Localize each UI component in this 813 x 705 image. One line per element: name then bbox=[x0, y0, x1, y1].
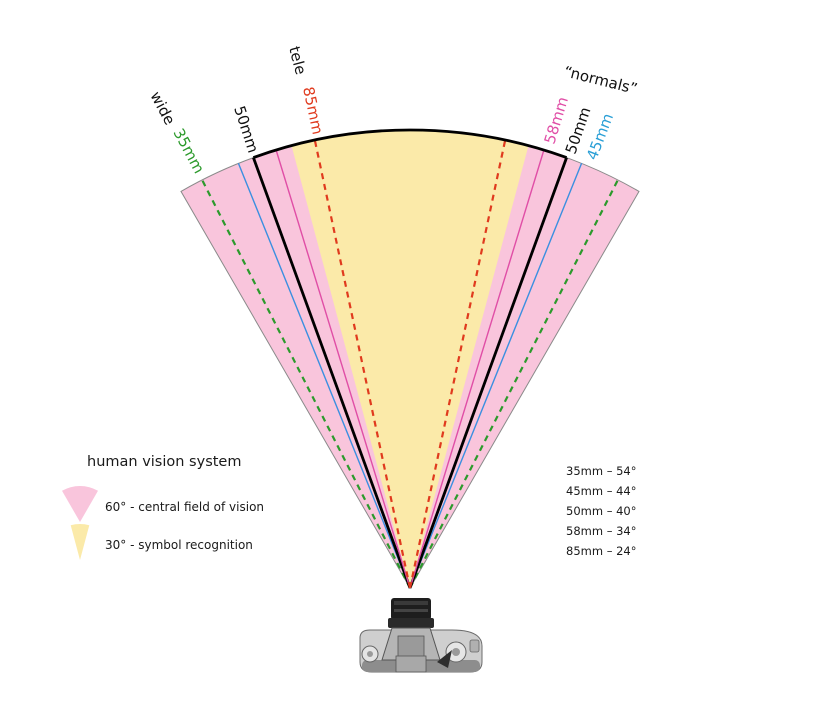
focal-length-angle-list: 35mm – 54° 45mm – 44° 50mm – 40° 58mm – … bbox=[566, 461, 636, 561]
label-50mm-left: 50mm bbox=[230, 104, 262, 156]
label-tele: tele bbox=[285, 44, 310, 76]
lens-line-45mm-right bbox=[409, 163, 583, 589]
legend-title: human vision system bbox=[87, 454, 242, 470]
symbol-recognition-wedge bbox=[291, 130, 529, 588]
fov-list-item: 58mm – 34° bbox=[566, 524, 637, 538]
legend-central-field-label: 60° - central field of vision bbox=[105, 500, 265, 514]
lens-line-58mm-left bbox=[275, 149, 411, 589]
label-wide: wide bbox=[146, 88, 178, 128]
lens-line-45mm-left bbox=[237, 163, 411, 589]
lens-line-50mm-right bbox=[408, 157, 568, 589]
lens-line-58mm-right bbox=[409, 149, 545, 589]
fov-list-item: 50mm – 40° bbox=[566, 504, 637, 518]
legend-central-field-swatch bbox=[62, 485, 98, 522]
label-normals: “normals” bbox=[562, 62, 639, 98]
legend-symbol-recognition-swatch bbox=[70, 523, 90, 560]
fov-list-item: 35mm – 54° bbox=[566, 464, 637, 478]
camera-icon bbox=[359, 598, 483, 673]
label-wide-35mm: 35mm bbox=[169, 125, 208, 176]
legend-symbol-recognition-label: 30° - symbol recognition bbox=[105, 538, 253, 552]
label-tele-85mm: 85mm bbox=[299, 85, 327, 136]
lens-arc-50mm bbox=[252, 128, 568, 159]
lens-line-50mm-left bbox=[252, 157, 412, 589]
fov-list-item: 45mm – 44° bbox=[566, 484, 637, 498]
lens-lines bbox=[201, 128, 619, 589]
fov-list-item: 85mm – 24° bbox=[566, 544, 637, 558]
